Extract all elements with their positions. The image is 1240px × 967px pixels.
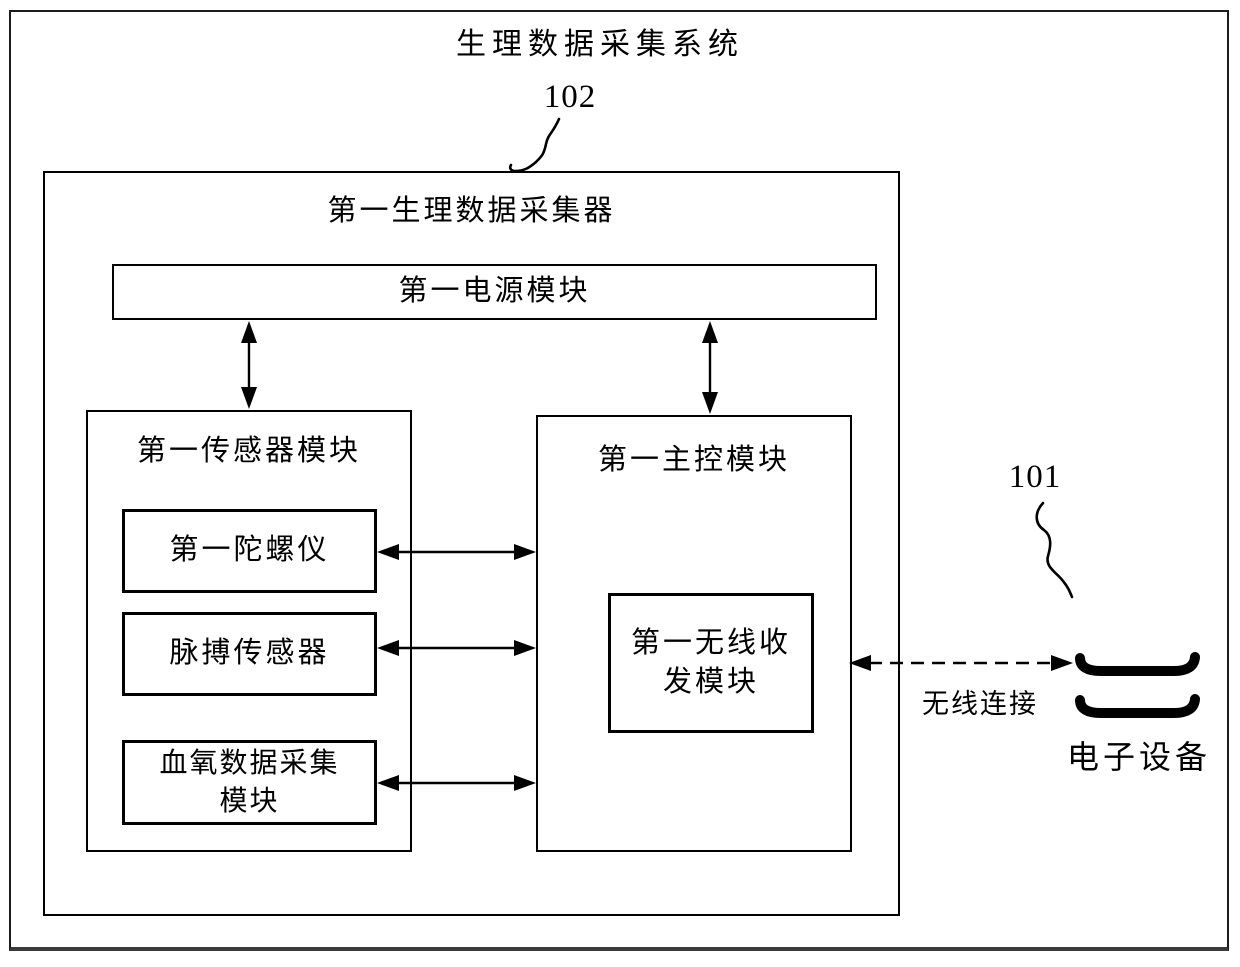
ref-101-label: 101 (1008, 458, 1062, 495)
blood-oxygen-label: 血氧数据采集 模块 (159, 747, 340, 817)
power-module-label: 第一电源模块 (398, 275, 591, 308)
page-title: 生理数据采集系统 (456, 27, 744, 61)
pulse-sensor-label: 脉搏传感器 (169, 637, 330, 670)
gyroscope-label: 第一陀螺仪 (169, 534, 330, 567)
ref-102-label: 102 (543, 78, 597, 115)
sensor-module-title: 第一传感器模块 (136, 435, 361, 468)
blood-oxygen-box: 血氧数据采集 模块 (122, 740, 377, 825)
outer-frame (9, 10, 1229, 951)
electronic-device-label: 电子设备 (1066, 739, 1211, 776)
wireless-connection-label: 无线连接 (922, 689, 1038, 720)
collector-title: 第一生理数据采集器 (327, 195, 616, 228)
wireless-module-label: 第一无线收 发模块 (630, 626, 791, 698)
gyroscope-box: 第一陀螺仪 (122, 509, 377, 593)
power-module-box: 第一电源模块 (112, 264, 877, 320)
pulse-sensor-box: 脉搏传感器 (122, 612, 377, 696)
main-control-title: 第一主控模块 (597, 444, 790, 477)
wireless-module-box: 第一无线收 发模块 (608, 593, 814, 733)
